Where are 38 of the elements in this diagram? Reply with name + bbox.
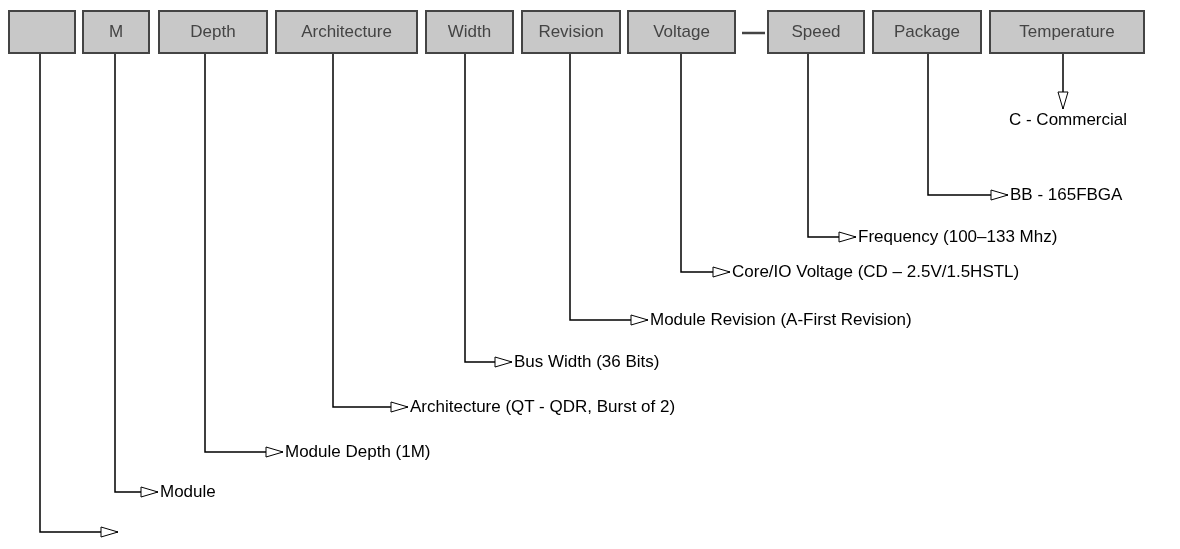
field-box (8, 10, 76, 54)
option-description: Module Depth (1M) (285, 442, 431, 462)
leader-arrow (807, 53, 857, 243)
field-label: Package (893, 22, 961, 42)
option-description: C - Commercial (983, 110, 1153, 130)
field-box (989, 10, 1145, 54)
field-label: Width (447, 22, 492, 42)
option-description: Module Revision (A-First Revision) (650, 310, 912, 330)
field-label: Depth (190, 22, 236, 42)
field-box (627, 10, 736, 54)
field-box (425, 10, 514, 54)
option-description: Module (160, 482, 216, 502)
leader-arrow (569, 53, 649, 326)
field-label: Architecture (301, 22, 392, 42)
leader-arrow (680, 53, 731, 278)
field-box (767, 10, 865, 54)
field-label: Speed (791, 22, 841, 42)
leader-arrow (332, 53, 409, 413)
option-description: Frequency (100–133 Mhz) (858, 227, 1058, 247)
field-label: Revision (538, 22, 604, 42)
field-label: M (108, 22, 124, 42)
field-label: Temperature (1019, 22, 1115, 42)
leader-arrow (1057, 53, 1069, 110)
field-box (872, 10, 982, 54)
option-description: Architecture (QT - QDR, Burst of 2) (410, 397, 676, 417)
field-box (521, 10, 621, 54)
leader-arrow (114, 53, 159, 498)
field-box (82, 10, 150, 54)
leader-arrow (204, 53, 284, 458)
field-label: Voltage (653, 22, 710, 42)
leader-arrow (39, 53, 119, 538)
field-box (158, 10, 268, 54)
option-description: Core/IO Voltage (CD – 2.5V/1.5HSTL) (732, 262, 1020, 282)
option-description: Bus Width (36 Bits) (514, 352, 660, 372)
leader-arrow (464, 53, 513, 368)
leader-arrow (927, 53, 1009, 201)
option-description: BB - 165FBGA (1010, 185, 1123, 205)
field-box (275, 10, 418, 54)
